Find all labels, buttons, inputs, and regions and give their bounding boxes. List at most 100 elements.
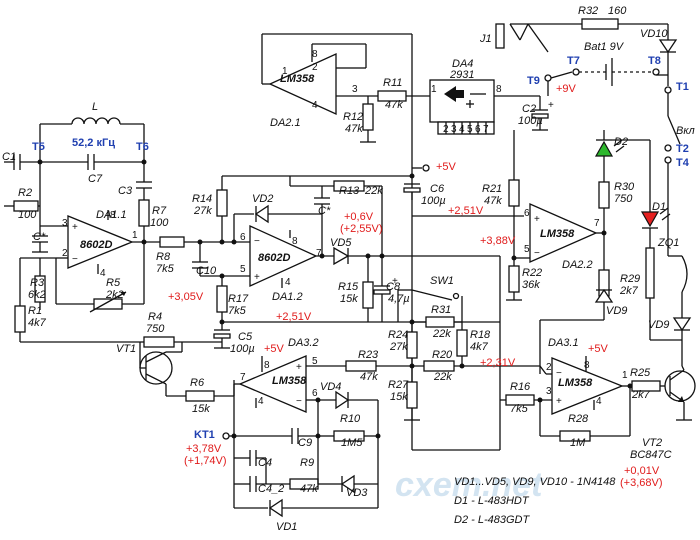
pin-24: 5 — [524, 244, 530, 255]
label-r15v: 15k — [340, 293, 358, 305]
pin-8: 3 — [451, 124, 457, 135]
label-r18: R18 — [470, 329, 491, 341]
resistor-r22 — [506, 258, 522, 301]
pin-6: 8 — [496, 84, 502, 95]
note-diodes: VD1...VD5, VD9, VD10 - 1N4148 — [454, 476, 616, 488]
label-r3v: 6k2 — [28, 289, 46, 301]
pin-17: 4 — [100, 268, 106, 279]
label-c1: C1 — [2, 151, 16, 163]
label-da22: DA2.2 — [562, 259, 593, 271]
ic-label-lm358c: LM358 — [272, 375, 307, 387]
pin-0: 8 — [312, 49, 318, 60]
jack-j1 — [495, 23, 582, 53]
ic-label-lm358b: LM358 — [540, 228, 575, 240]
label-vd9b: VD9 — [606, 305, 627, 317]
label-r12: R12 — [343, 111, 363, 123]
label-r13: R13 — [339, 185, 360, 197]
resistor-r27 — [404, 366, 420, 421]
label-da4v: 2931 — [449, 69, 474, 81]
led-d1-red — [612, 139, 671, 248]
label-r3: R3 — [30, 277, 45, 289]
label-r22v: 36k — [522, 279, 540, 291]
pin-30: 4 — [258, 396, 264, 407]
label-r31v: 22k — [432, 328, 451, 340]
resistor-r2 — [4, 162, 68, 227]
label-c8v: 4,7µ — [388, 293, 410, 305]
label-r27v: 15k — [390, 391, 408, 403]
svg-text:+: + — [548, 100, 554, 111]
label-vd9: VD9 — [648, 319, 669, 331]
capacitor-c5 — [213, 319, 231, 349]
capacitor-c7 — [37, 154, 147, 170]
capacitor-c6 — [403, 164, 430, 200]
label-r2: R2 — [18, 187, 32, 199]
pin-23: 6 — [524, 208, 530, 219]
pin-16: 8 — [110, 210, 116, 221]
tp-label-t4: T4 — [676, 157, 690, 169]
label-r20v: 22k — [433, 371, 452, 383]
ic-label-lm358a: LM358 — [280, 73, 315, 85]
diode-vd4 — [315, 390, 379, 508]
label-d1: D1 — [652, 201, 666, 213]
label-da31: DA3.1 — [548, 337, 579, 349]
label-vt2: VT2 — [642, 437, 662, 449]
voltage-v378: +3,78V — [186, 443, 222, 455]
label-r23: R23 — [358, 349, 379, 361]
label-r14v: 27k — [193, 205, 212, 217]
resistor-r7 — [138, 199, 150, 245]
label-vt2v: BC847C — [630, 449, 672, 461]
voltage-v251b: +2,51V — [276, 311, 312, 323]
watermark: cxem.net — [395, 466, 544, 504]
capacitor-c9 — [234, 428, 318, 444]
label-r20: R20 — [432, 349, 453, 361]
label-c8: C8 — [386, 281, 401, 293]
label-c4: C4 — [258, 457, 272, 469]
resistor-r11 — [360, 90, 430, 102]
label-r17: R17 — [228, 293, 249, 305]
label-r5v: 2k2 — [105, 289, 124, 301]
resistor-r17 — [216, 273, 228, 322]
label-r7: R7 — [152, 205, 167, 217]
pin-15: 1 — [132, 230, 138, 241]
tp-label-t6: T6 — [136, 141, 149, 153]
pin-27: 6 — [312, 388, 318, 399]
label-r9v: 47k — [300, 483, 318, 495]
capacitor-c-star-1 — [32, 226, 48, 253]
label-r4: R4 — [148, 311, 162, 323]
capacitor-c4-2 — [234, 476, 290, 492]
label-r18v: 4k7 — [470, 341, 489, 353]
svg-text:−: − — [296, 396, 302, 407]
ic-label-l8602a: 8602D — [80, 239, 112, 251]
resistor-r30 — [598, 181, 610, 236]
label-vd2: VD2 — [252, 193, 273, 205]
resistor-r23 — [345, 360, 424, 372]
label-r13v: 22k — [364, 185, 383, 197]
label-c9: C9 — [298, 437, 312, 449]
label-r30v: 750 — [614, 193, 633, 205]
label-d2: D2 — [614, 136, 628, 148]
label-vt1: VT1 — [116, 343, 136, 355]
pin-3: 1 — [282, 66, 288, 77]
label-r6v: 15k — [192, 403, 210, 415]
label-r5: R5 — [106, 277, 121, 289]
pin-18: 6 — [240, 232, 246, 243]
pin-9: 4 — [459, 124, 465, 135]
label-r1: R1 — [28, 305, 42, 317]
svg-text:+: + — [254, 272, 260, 283]
label-c2v: 100µ — [518, 115, 543, 127]
svg-text:−: − — [72, 254, 78, 265]
pin-2: 3 — [352, 84, 358, 95]
pin-28: 7 — [240, 372, 246, 383]
label-cstar2: C* — [318, 205, 331, 217]
resistor-r12 — [360, 96, 376, 143]
note-d2: D2 - L-483GDT — [454, 514, 530, 526]
diode-vd3 — [334, 474, 378, 494]
label-r27: R27 — [388, 379, 409, 391]
voltage-v255: (+2,55V) — [340, 223, 383, 235]
led-d2-green — [594, 130, 625, 182]
diode-vd9-right — [539, 288, 614, 374]
inductor-l — [39, 117, 145, 160]
voltage-v305: +3,05V — [168, 291, 204, 303]
regulator-da4 — [429, 79, 540, 135]
